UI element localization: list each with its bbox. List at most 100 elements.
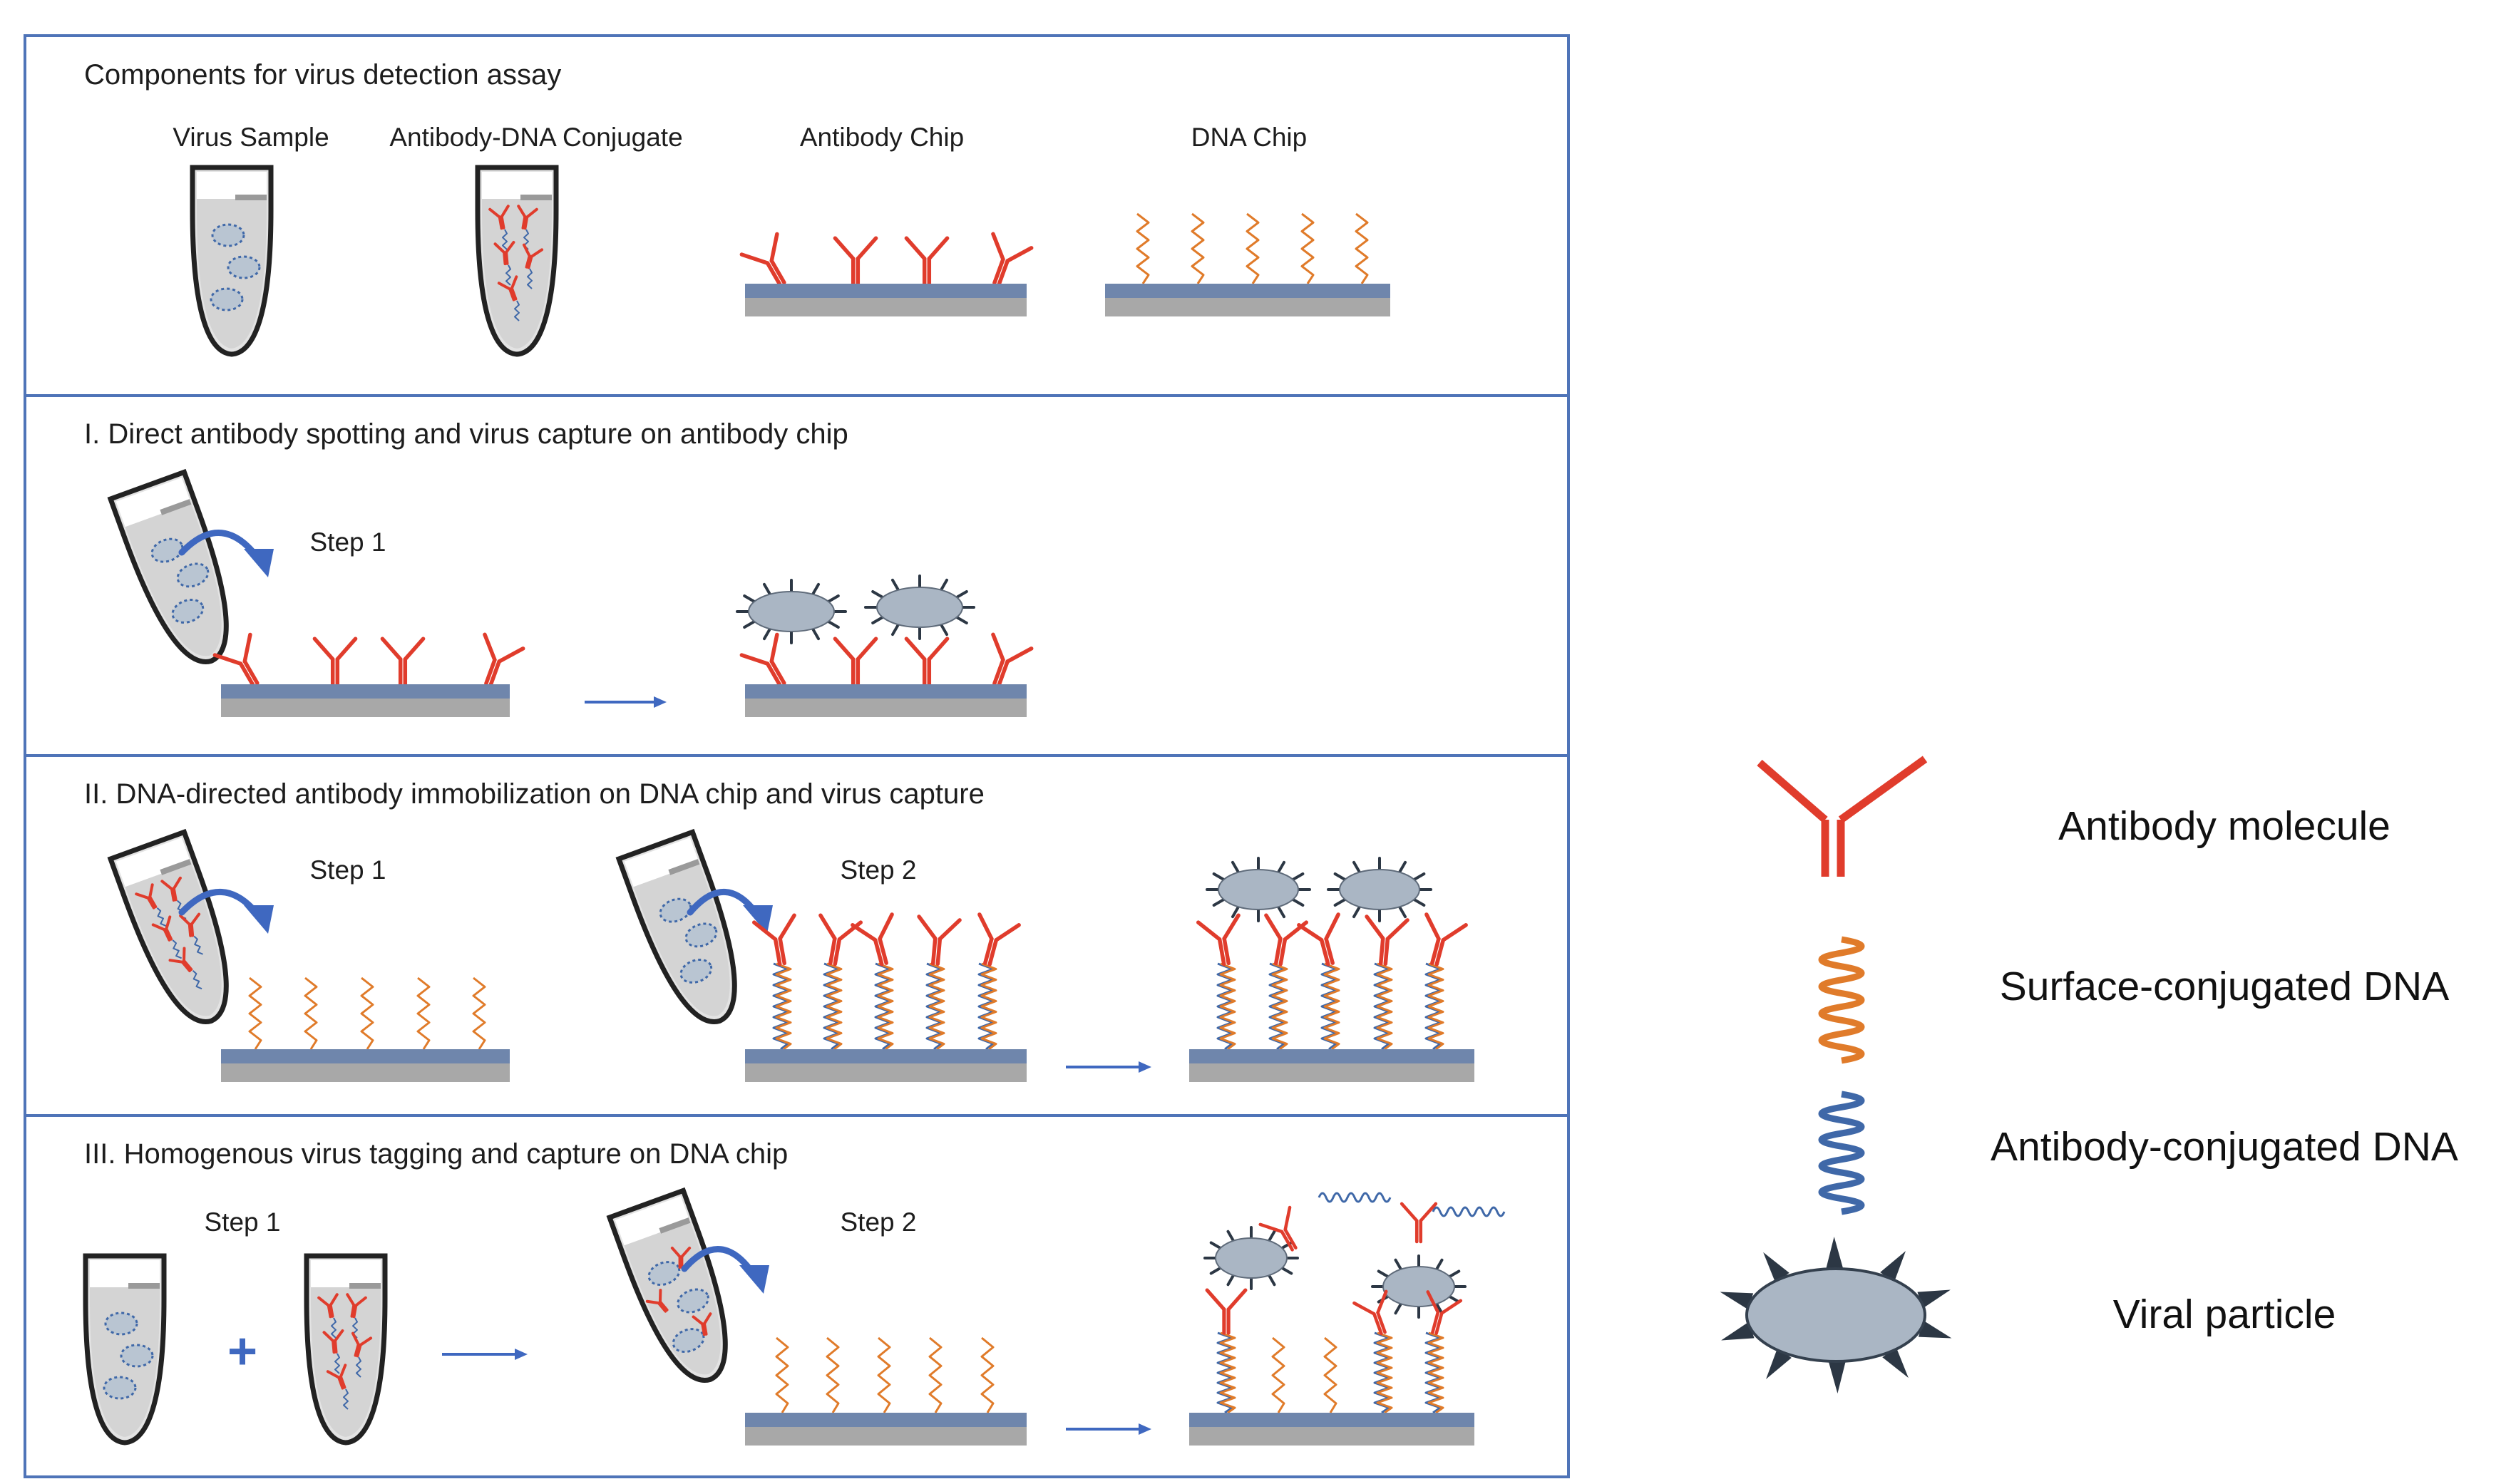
antibody-arm-left [1400, 1202, 1419, 1222]
small-virus-body [227, 255, 261, 279]
panel-3-final-helix [1373, 1331, 1393, 1414]
virus-spike [1333, 898, 1347, 907]
panel-3-surface-dna [826, 1336, 840, 1413]
antibody-arm-left [1297, 923, 1324, 942]
antibody-stem-left [498, 215, 503, 230]
panel-frames [24, 34, 1570, 1478]
tube-top-gap [90, 1260, 160, 1287]
panel-3-mixed-tube [606, 1187, 728, 1383]
tube-top-gap [624, 838, 699, 887]
tube-antibody-icon [322, 1329, 344, 1354]
antibody-arm-left [1264, 913, 1283, 941]
tube-antibody-icon [346, 1293, 367, 1319]
antibody-arm-left [322, 1331, 335, 1343]
panel-2-art [107, 828, 1468, 1073]
antibody-arm-right [1226, 1288, 1248, 1312]
antibody-stem-left [163, 928, 171, 942]
tube-antibody-icon [151, 915, 173, 942]
antibody-stem-right [987, 938, 999, 967]
antibody-stem-right [702, 1322, 708, 1336]
antibody-arm-left [752, 920, 778, 942]
antibody-arm-right [1283, 920, 1308, 942]
virus-spike [1268, 1230, 1276, 1242]
antibody-arm-right [1005, 246, 1034, 263]
antibody-stem-left [1378, 936, 1385, 966]
antibody-stem-right [1278, 937, 1288, 967]
antibody-arm-right [329, 1293, 339, 1307]
antibody-arm-right [702, 1312, 712, 1326]
antibody-arm-left [488, 207, 501, 219]
tube-antibody-dna-tail [502, 229, 508, 250]
virus-body [1339, 869, 1420, 910]
virus-spike [1448, 1269, 1461, 1278]
virus-spike [1412, 898, 1426, 907]
tube-antibody-icon [488, 205, 510, 230]
virus-spike [763, 627, 771, 641]
antibody-arm-left [346, 1293, 356, 1307]
panel-3-virus [1203, 1226, 1299, 1290]
chip-base [745, 1063, 1027, 1082]
antibody-arm-right [505, 240, 515, 254]
tube-antibody-dna [179, 912, 203, 955]
antibody-arm-right [856, 236, 878, 261]
panel-1-antibody [483, 632, 525, 687]
antibody-arm-right [1005, 646, 1034, 664]
legend-antibody-label: Antibody molecule [2058, 803, 2391, 849]
surface-dna-icon-wave [1818, 936, 1865, 1064]
antibody-stem-right [523, 215, 529, 230]
antibody-arm-left [212, 653, 243, 666]
panel-3-surface-dna [980, 1336, 995, 1413]
antibody-arm-right [837, 920, 863, 942]
antibody-arm-left [483, 632, 497, 662]
antibody-arm-left [977, 912, 994, 941]
legend-surface-dna-label: Surface-conjugated DNA [2000, 964, 2450, 1009]
antibody-arm-left [1352, 1301, 1376, 1316]
chip [745, 1049, 1027, 1082]
virus-spike [1352, 860, 1361, 874]
antibody-dna-icon-wave [1818, 1091, 1865, 1215]
antibody-arm-left [818, 913, 837, 941]
chip [745, 1413, 1027, 1446]
virus-sample-tube [190, 165, 274, 357]
panel-2-final-antibody [1365, 914, 1409, 967]
virus-spike [826, 594, 840, 603]
tube-antibody-icon [160, 876, 182, 902]
antibody-arm-left [904, 236, 927, 261]
antibody-stem-right [500, 215, 505, 230]
panel-3-step-2-label: Step 2 [841, 1207, 917, 1237]
panel-2-bound-antibody [851, 912, 894, 967]
tube-antibody-dna [493, 240, 515, 286]
panel-0-art [190, 165, 1369, 357]
antibody-stem-right [527, 254, 533, 269]
virus-spike [1268, 1274, 1276, 1287]
tube-antibody-icon [168, 947, 193, 973]
tube-antibody-icon [645, 1289, 669, 1313]
viral-particle-spike [1763, 1252, 1789, 1284]
antibody-arm-right [497, 646, 525, 664]
tube-top-gap [311, 1260, 381, 1287]
label-dna-chip: DNA Chip [1191, 123, 1307, 152]
label-antibody-dna-conjugate: Antibody-DNA Conjugate [389, 123, 682, 152]
antibody-arm-right [339, 1364, 347, 1379]
panel-3-surface-dna [775, 1336, 789, 1413]
antibody-stem-left [170, 887, 175, 902]
chip [1189, 1049, 1474, 1082]
pour-arrow-head [244, 549, 274, 577]
panel-3-surface-dna [928, 1336, 943, 1413]
antibody-stem-left [773, 937, 782, 967]
virus-body [1218, 869, 1299, 910]
panel-2-arrow [1066, 1061, 1151, 1073]
tube-antibody-icon [317, 1293, 339, 1319]
antibody-stem-right [488, 659, 501, 687]
helix-strand-orange [1376, 1331, 1393, 1414]
antibody-arm-left [991, 632, 1005, 662]
panel-3-surface-dna [877, 1336, 891, 1413]
tube-antibody-icon [326, 1364, 347, 1390]
tube-top-gap [197, 172, 267, 199]
antibody-arm-left [1426, 1290, 1440, 1314]
panel-3-final-surface-dna [1323, 1336, 1337, 1413]
virus-spike [1377, 1269, 1390, 1278]
small-virus-body [679, 958, 713, 984]
process-arrow-head [654, 696, 667, 708]
